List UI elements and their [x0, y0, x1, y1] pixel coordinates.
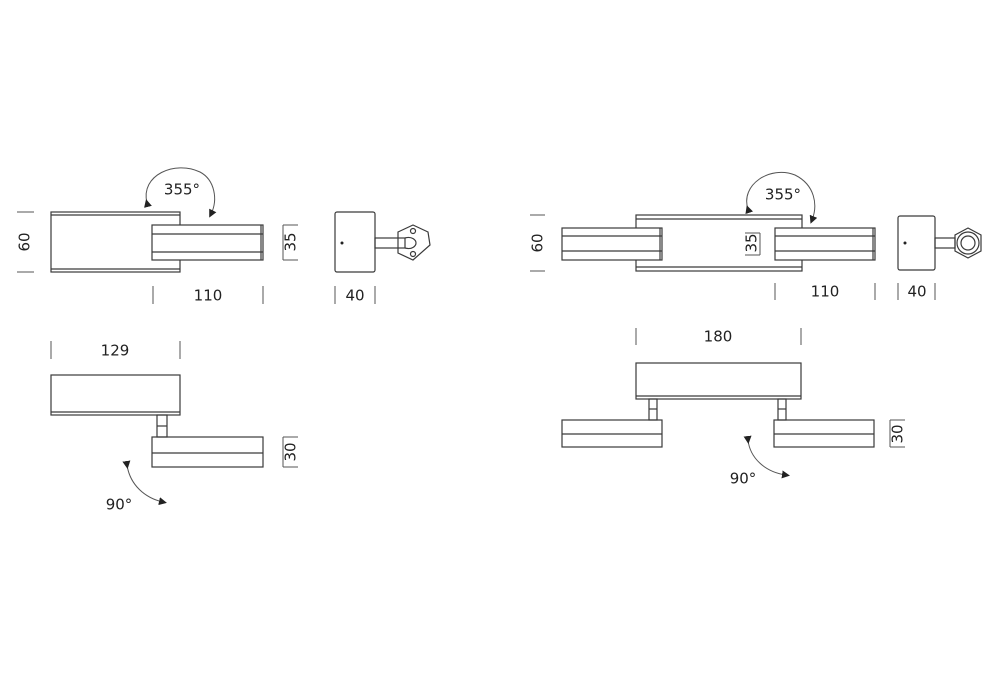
dim-height-head: 35 [282, 232, 300, 251]
dim-length-head: 110 [811, 283, 840, 301]
double-side-view: 40 [897, 215, 982, 301]
dim-length-head: 110 [194, 287, 223, 305]
dim-height-body: 60 [529, 233, 547, 252]
dim-width-body: 180 [704, 328, 733, 346]
single-top-view: 129 30 90° [50, 341, 300, 514]
dim-width-body: 129 [101, 342, 130, 360]
dim-height-head-top: 30 [889, 424, 907, 443]
double-front-view: 355° 60 35 110 [529, 171, 876, 301]
single-front-view: 355° 60 35 110 [16, 167, 300, 305]
double-top-view: 180 30 90° [561, 328, 907, 488]
mount-plate-icon [397, 224, 431, 261]
dim-height-body: 60 [16, 232, 34, 251]
tilt-arrow-icon [122, 460, 167, 506]
rotation-arrow-icon [745, 171, 818, 224]
dim-height-head: 35 [743, 233, 761, 252]
dim-height-head-top: 30 [282, 442, 300, 461]
single-head [151, 224, 264, 261]
rotation-angle-label: 355° [164, 181, 200, 199]
hex-nut-icon [954, 227, 982, 259]
rotation-angle-label: 355° [765, 186, 801, 204]
rotation-arrow-icon [144, 167, 217, 218]
tilt-arrow-icon [743, 435, 790, 479]
dim-depth-side: 40 [907, 283, 926, 301]
single-side-view: 40 [334, 211, 431, 305]
tilt-angle-label: 90° [730, 470, 757, 488]
dim-depth-side: 40 [345, 287, 364, 305]
tilt-angle-label: 90° [106, 496, 133, 514]
